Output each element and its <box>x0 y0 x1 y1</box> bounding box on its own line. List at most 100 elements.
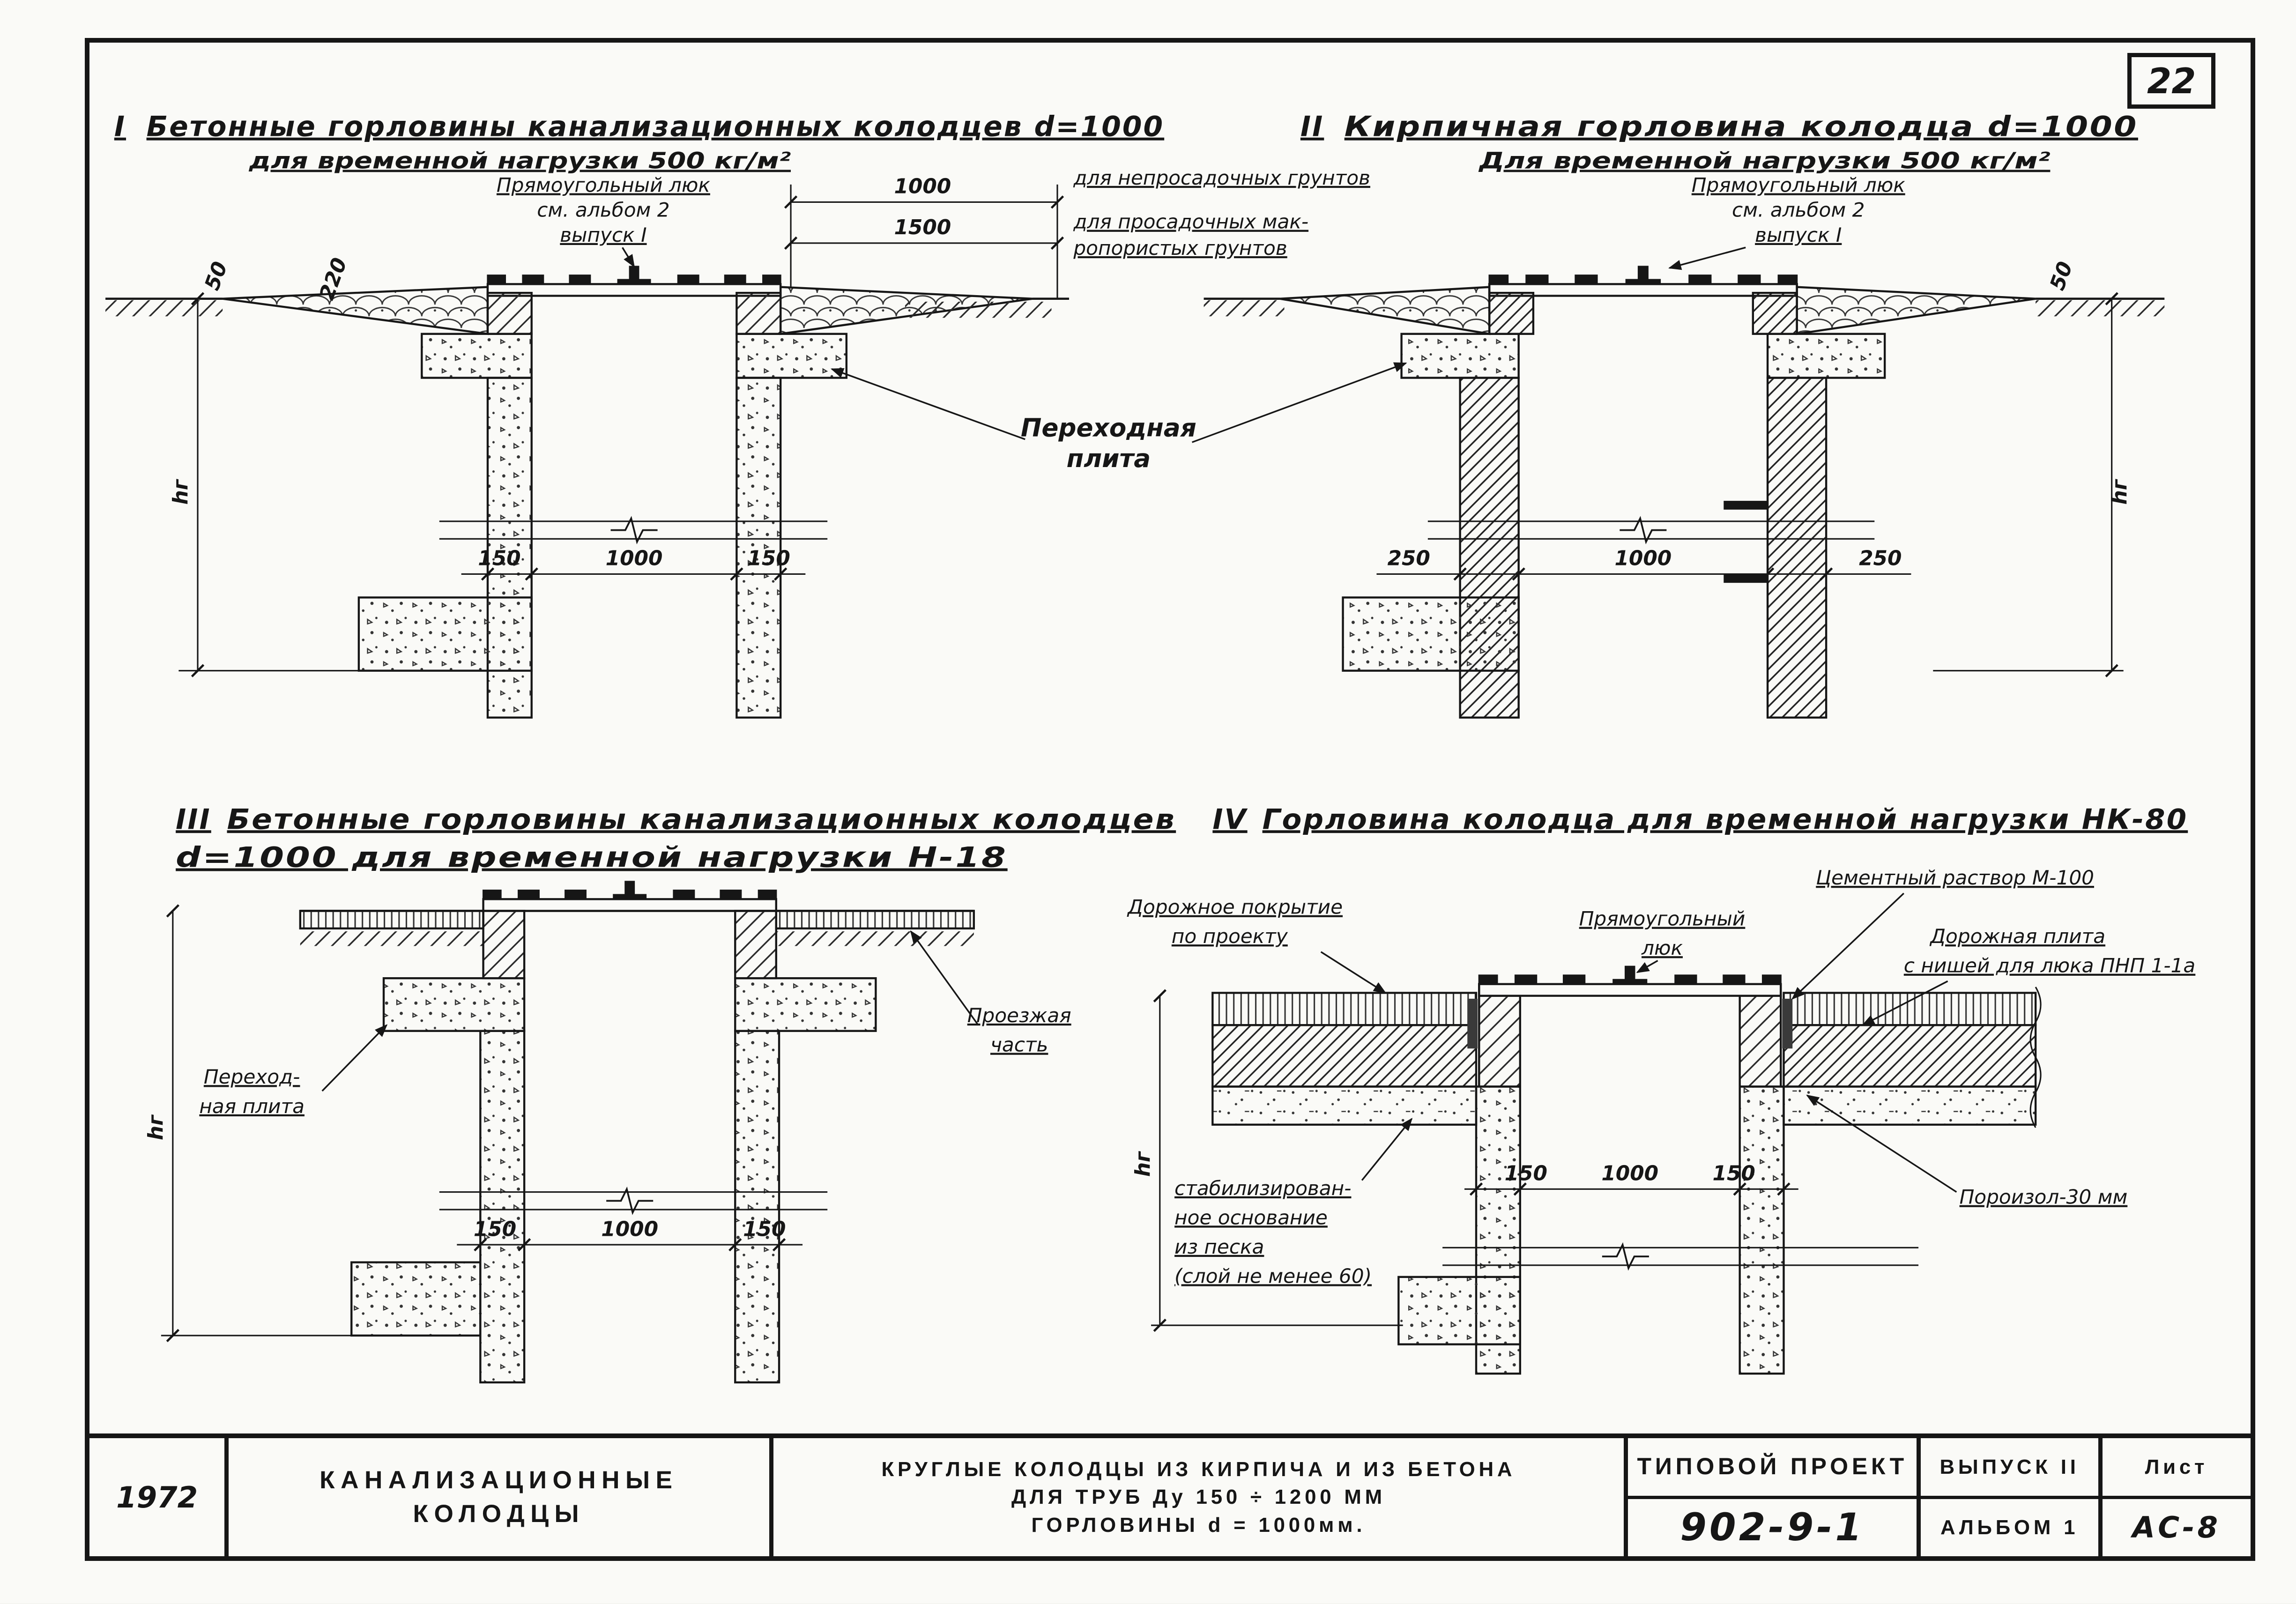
dim-opening: 1000 <box>601 1217 658 1241</box>
neck-ring-right <box>734 910 777 980</box>
title-block-project-cell: ТИПОВОЙ ПРОЕКТ 902-9-1 <box>1624 1438 1917 1557</box>
hatch-label-line1: Прямоугольный люк <box>497 174 710 197</box>
roadway-label-line1: Проезжая <box>967 1004 1071 1027</box>
dim-wall-left: 150 <box>474 1217 516 1241</box>
sheet-code: АС-8 <box>2132 1510 2221 1545</box>
transition-slab-label-line1: Переход- <box>204 1065 300 1088</box>
ground-hatch <box>1204 300 1285 317</box>
cement-joint-left <box>1467 998 1478 1049</box>
transition-slab-left <box>382 977 526 1032</box>
hatch-label-line1: Прямоугольный <box>1579 907 1746 930</box>
section-3-drawing: III Бетонные горловины канализационных к… <box>144 803 1176 1384</box>
road-plate-label-line2: с нишей для люка ПНП 1-1а <box>1904 954 2195 977</box>
section-3-title-line1: Бетонные горловины канализационных колод… <box>227 803 1176 836</box>
section-4-drawing: IV Горловина колодца для временной нагру… <box>1127 803 2195 1375</box>
dim-1000-top: 1000 <box>894 175 951 199</box>
dim-hg: hг <box>1131 1151 1155 1177</box>
ladder-rung <box>1724 501 1768 510</box>
dim-1500-top: 1500 <box>894 215 951 239</box>
wall-right <box>734 1030 780 1384</box>
section-1-numeral: I <box>114 111 126 143</box>
ground-hatch <box>105 300 223 317</box>
hatch-label-line2: см. альбом 2 <box>537 199 669 222</box>
year: 1972 <box>116 1480 198 1515</box>
footing-left <box>1397 1276 1521 1345</box>
transition-slab-label-line2: ная плита <box>199 1095 305 1118</box>
road-slab-left <box>1211 1024 1478 1088</box>
dim-opening: 1000 <box>1601 1162 1658 1186</box>
sand-base-label-line2: ное основание <box>1174 1206 1328 1229</box>
section-2-drawing: II Кирпичная горловина колодца d=1000 Дл… <box>1204 111 2165 719</box>
sheet-frame: 22 1972 КАНАЛИЗАЦИОННЫЕ КОЛОДЦЫ КРУГЛЫЕ … <box>85 38 2256 1561</box>
footing-left <box>1342 596 1520 672</box>
pavement-left <box>1211 992 1478 1026</box>
soil-type-1-label: для непросадочных грунтов <box>1073 166 1370 189</box>
ground-hatch <box>2036 300 2165 317</box>
wall-right <box>736 377 782 719</box>
cement-mortar-label: Цементный раствор М-100 <box>1816 866 2094 889</box>
brick-wall-right <box>1766 377 1828 719</box>
wall-right <box>1739 1085 1785 1375</box>
transition-slab-label: Переходная плита <box>830 362 1407 473</box>
sheet-content-line2: ДЛЯ ТРУБ Ду 150 ÷ 1200 ММ <box>1011 1485 1386 1509</box>
section-1-subtitle: для временной нагрузки 500 кг/м² <box>248 148 791 174</box>
soil-type-2-label-line1: для просадочных мак- <box>1073 210 1308 233</box>
ground-hatch <box>905 301 1052 318</box>
sheet-content-line1: КРУГЛЫЕ КОЛОДЦЫ ИЗ КИРПИЧА И ИЗ БЕТОНА <box>881 1458 1516 1481</box>
title-block-object-cell: КАНАЛИЗАЦИОННЫЕ КОЛОДЦЫ <box>224 1438 769 1557</box>
section-1-title: Бетонные горловины канализационных колод… <box>147 111 1165 143</box>
transition-slab-right <box>736 333 848 379</box>
neck-ring-right <box>1739 995 1782 1088</box>
road-plate-label-line1: Дорожная плита <box>1929 925 2105 948</box>
object-name-line2: КОЛОДЦЫ <box>413 1500 585 1528</box>
footing-left <box>350 1261 482 1337</box>
dim-wall-right: 150 <box>743 1217 786 1241</box>
transition-slab-label-line1: Переходная <box>1021 414 1196 443</box>
section-3-title-line2: d=1000 для временной нагрузки Н-18 <box>176 842 1008 874</box>
section-2-numeral: II <box>1300 111 1324 143</box>
hatch-label-line3: выпуск I <box>560 223 646 246</box>
dim-wall-right: 150 <box>747 547 790 571</box>
title-block-issue-cell: ВЫПУСК II АЛЬБОМ 1 <box>1917 1438 2098 1557</box>
album-label: АЛЬБОМ 1 <box>1940 1516 2079 1539</box>
footing-left <box>357 596 533 672</box>
pavement-right <box>1783 992 2037 1026</box>
issue-label: ВЫПУСК II <box>1939 1455 2080 1478</box>
sand-base-left <box>1211 1085 1478 1126</box>
section-3-numeral: III <box>176 803 211 836</box>
project-number: 902-9-1 <box>1680 1505 1865 1550</box>
ground-hatch <box>776 931 974 946</box>
section-1-drawing: I Бетонные горловины канализационных кол… <box>105 111 1370 719</box>
dim-wall-left: 250 <box>1388 547 1430 571</box>
hatch-label-line1: Прямоугольный люк <box>1692 174 1905 197</box>
sheet-number-box: 22 <box>2127 53 2215 109</box>
ladder-rung <box>1724 574 1768 583</box>
break-edge <box>2029 987 2042 1128</box>
sheet-number: 22 <box>2147 60 2196 102</box>
ground-hatch <box>300 931 483 946</box>
sheet-label: Лист <box>2145 1455 2208 1478</box>
transition-slab-label-line2: плита <box>1067 444 1151 473</box>
dim-hg: hг <box>144 1114 168 1140</box>
wall-left <box>479 1030 526 1384</box>
section-2-title: Кирпичная горловина колодца d=1000 <box>1345 111 2138 143</box>
dim-wall-right: 250 <box>1859 547 1902 571</box>
dim-hg: hг <box>169 478 193 505</box>
road-surface-label-line1: Дорожное покрытие <box>1127 896 1343 919</box>
dim-wall-left: 150 <box>478 547 520 571</box>
sheet-content-line3: ГОРЛОВИНЫ d = 1000мм. <box>1031 1513 1366 1537</box>
poroizol-label: Пороизол-30 мм <box>1960 1186 2128 1209</box>
hatch-label-line2: люк <box>1641 936 1683 959</box>
roadway-label-line2: часть <box>990 1033 1048 1056</box>
dim-wall-left: 150 <box>1505 1162 1547 1186</box>
title-block: 1972 КАНАЛИЗАЦИОННЫЕ КОЛОДЦЫ КРУГЛЫЕ КОЛ… <box>89 1433 2251 1557</box>
hatch-label-line2: см. альбом 2 <box>1732 199 1865 222</box>
section-4-title: Горловина колодца для временной нагрузки… <box>1263 803 2188 836</box>
project-label: ТИПОВОЙ ПРОЕКТ <box>1637 1453 1908 1480</box>
sand-base-label-line3: из песка <box>1174 1235 1264 1258</box>
dim-opening: 1000 <box>1614 547 1672 571</box>
dim-wall-right: 150 <box>1713 1162 1755 1186</box>
pavement-left <box>299 910 484 930</box>
